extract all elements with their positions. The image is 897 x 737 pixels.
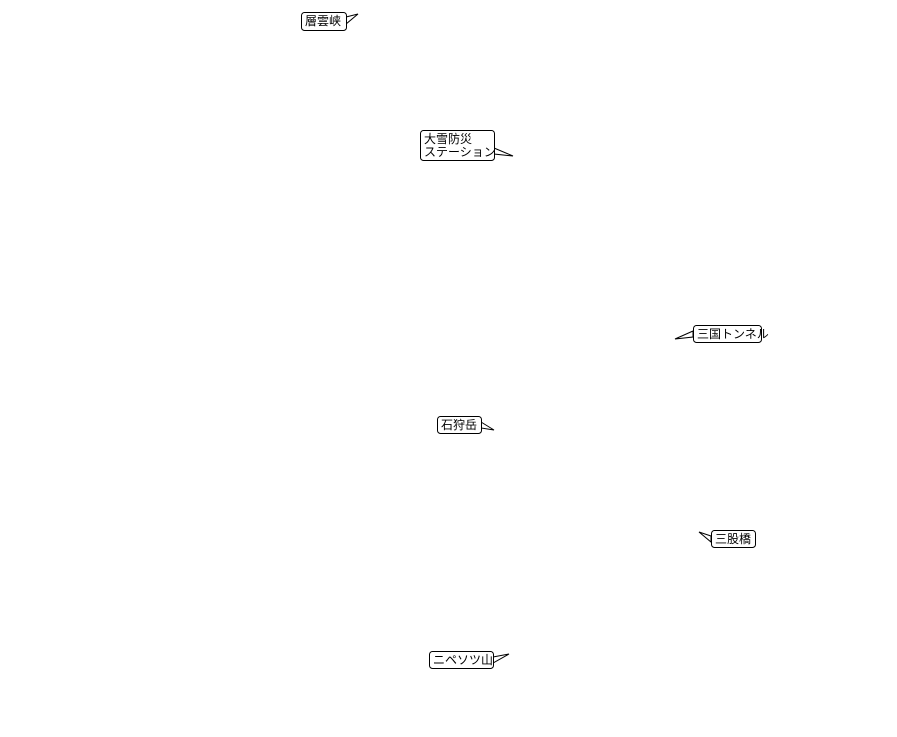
- callout-box: [693, 325, 762, 343]
- map-label-text: 層雲峡: [305, 14, 341, 28]
- callout-box: [711, 530, 756, 548]
- callout-pointer: [674, 330, 694, 340]
- callout-pointer: [492, 653, 510, 664]
- callout-box: [429, 651, 494, 669]
- callout-box: [301, 12, 347, 31]
- callout-box: [420, 130, 495, 161]
- callout-box: [437, 416, 482, 434]
- callout-pointer: [698, 531, 712, 544]
- map-label-text: 大雪防災: [424, 131, 472, 146]
- map-label-nipesotsu-yama[interactable]: ニペソツ山: [429, 651, 510, 669]
- callout-pointer: [480, 421, 495, 431]
- map-label-text: 三股橋: [715, 532, 751, 546]
- map-label-mikuni-tunnel[interactable]: 三国トンネル: [674, 325, 769, 343]
- map-label-text: 石狩岳: [441, 417, 477, 432]
- map-label-mitsumata-bridge[interactable]: 三股橋: [698, 530, 756, 548]
- map-label-sounkyo[interactable]: 層雲峡: [301, 12, 359, 31]
- callout-pointer: [345, 13, 359, 26]
- map-label-text: ステーション: [424, 145, 496, 159]
- callout-pointer: [493, 147, 514, 157]
- map-label-text: ニペソツ山: [433, 653, 493, 667]
- map-label-ishikaridake[interactable]: 石狩岳: [437, 416, 495, 434]
- map-label-text: 三国トンネル: [697, 327, 769, 341]
